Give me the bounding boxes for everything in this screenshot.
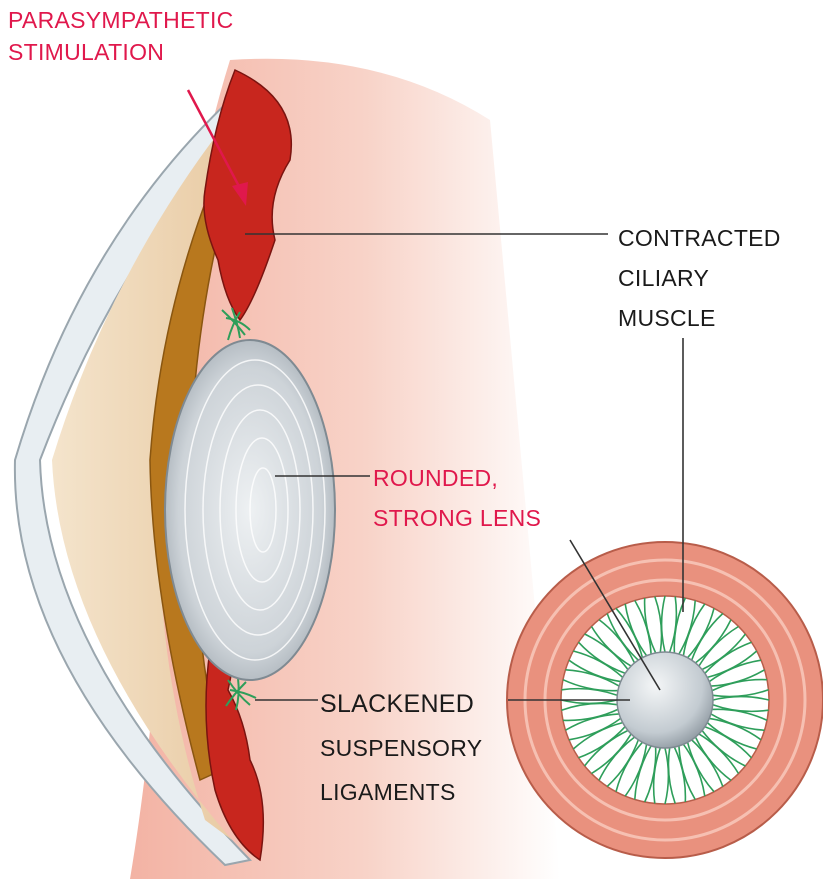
ciliary-muscle-label: CONTRACTED CILIARY MUSCLE (618, 218, 781, 338)
ciliary-muscle-label-line2: CILIARY (618, 258, 781, 298)
ligament-label-line2: SUSPENSORY (320, 726, 482, 770)
ciliary-muscle-label-line3: MUSCLE (618, 298, 781, 338)
stimulation-label-line1: PARASYMPATHETIC (8, 4, 234, 36)
ligament-label: SLACKENED SUSPENSORY LIGAMENTS (320, 682, 482, 814)
stimulation-label-line2: STIMULATION (8, 36, 234, 68)
stimulation-label: PARASYMPATHETIC STIMULATION (8, 4, 234, 68)
lens-label-line1: ROUNDED, (373, 458, 541, 498)
front-view-lens (617, 652, 713, 748)
ligament-label-line3: LIGAMENTS (320, 770, 482, 814)
ligament-label-line1: SLACKENED (320, 682, 482, 726)
lens-label: ROUNDED, STRONG LENS (373, 458, 541, 538)
ciliary-muscle-label-line1: CONTRACTED (618, 218, 781, 258)
lens-label-line2: STRONG LENS (373, 498, 541, 538)
